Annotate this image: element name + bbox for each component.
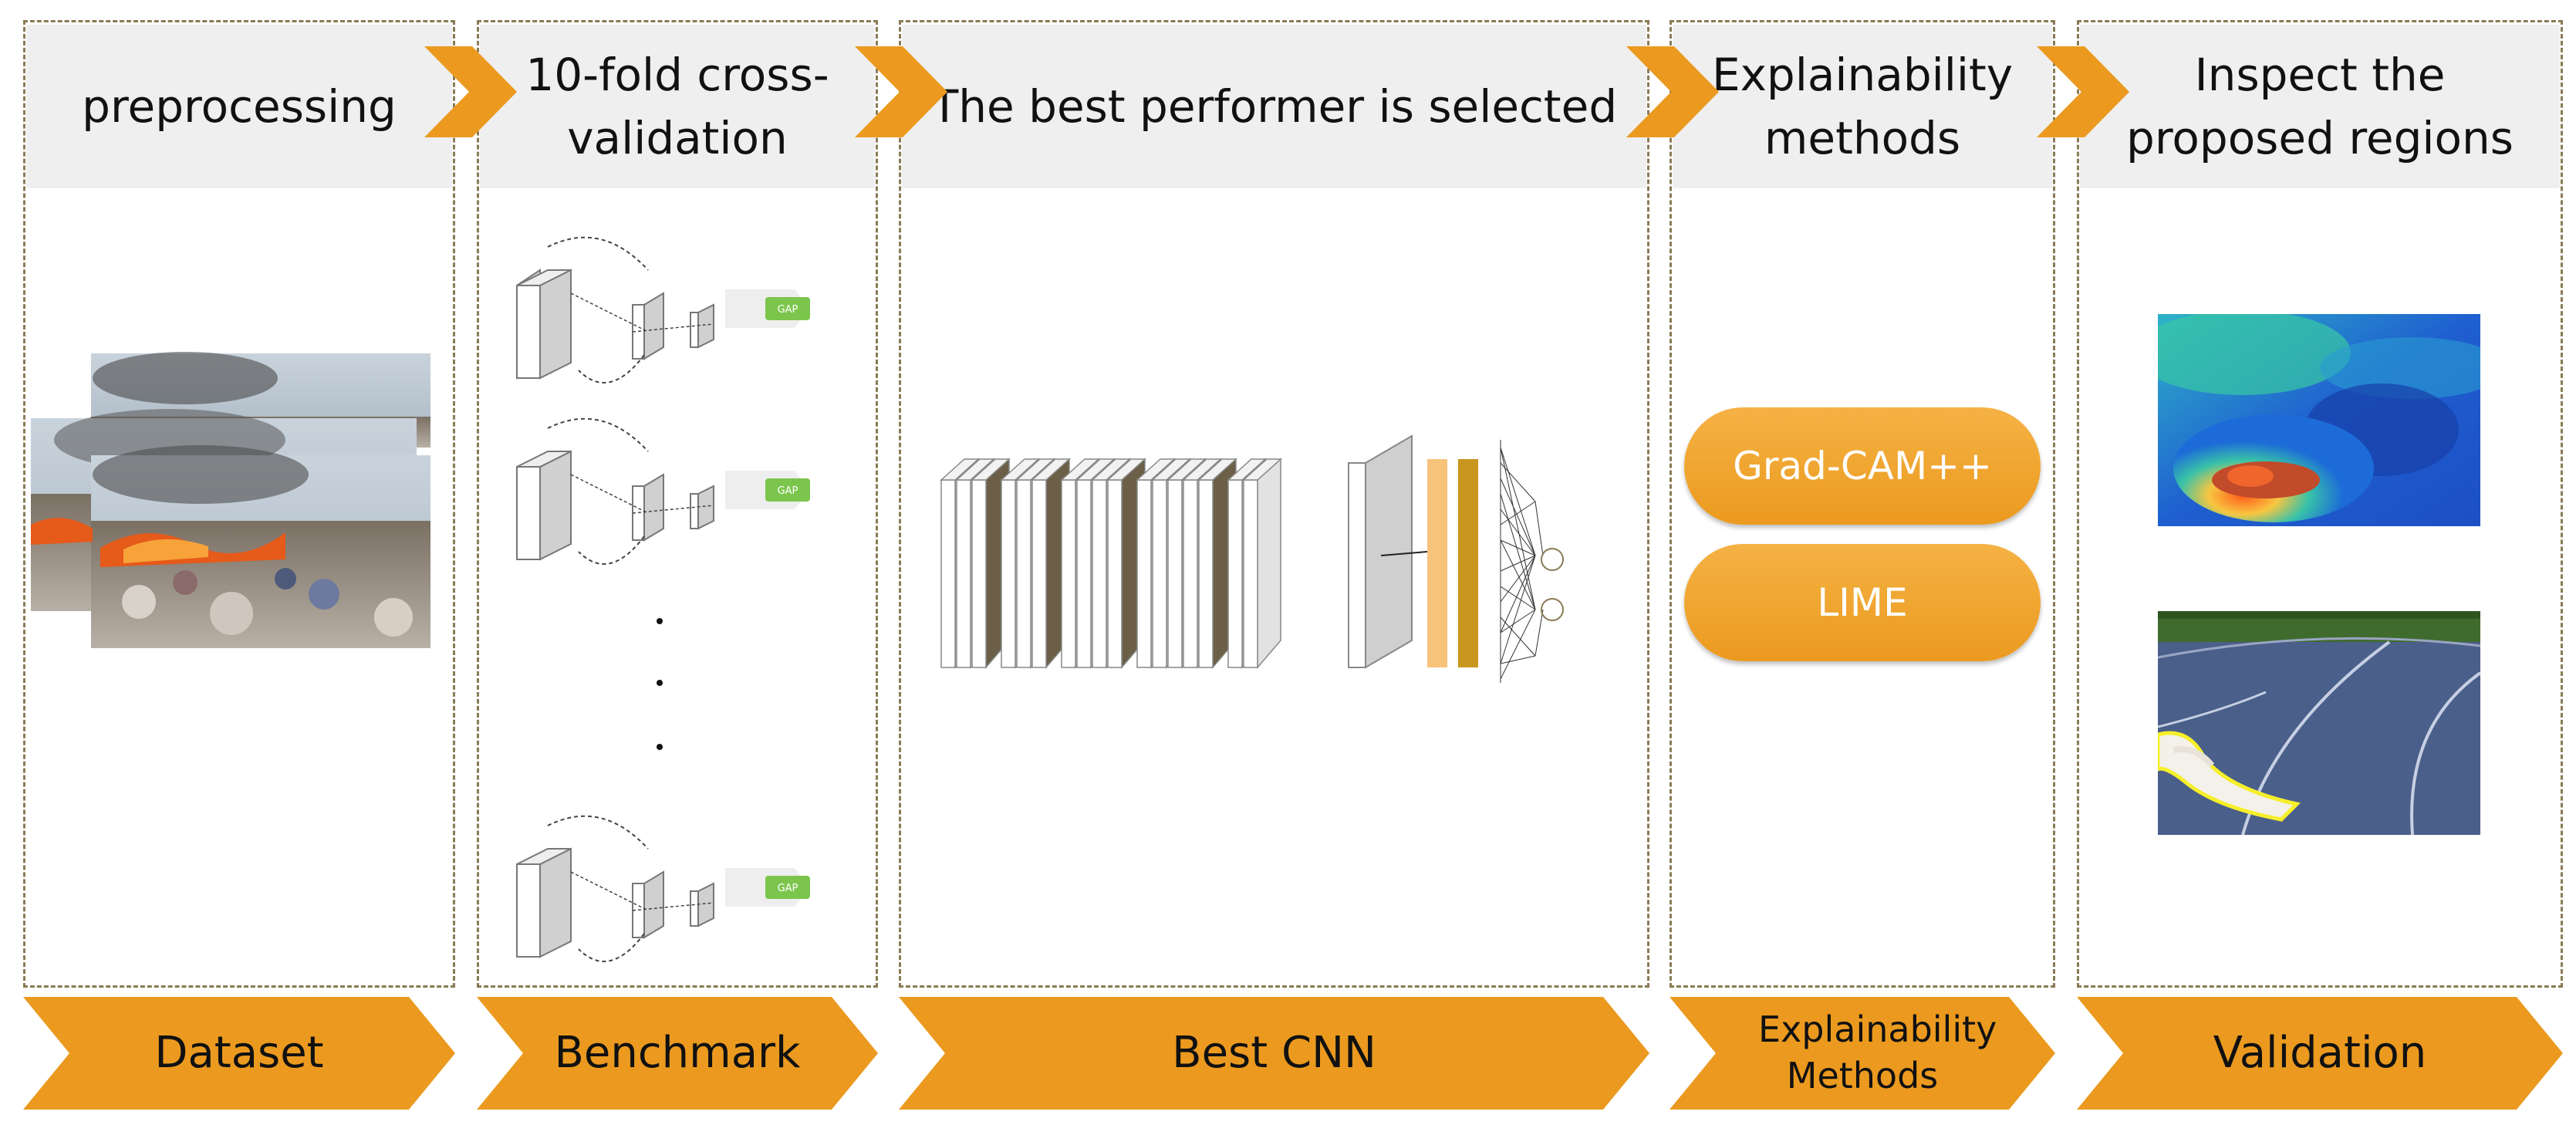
panel-dataset (23, 20, 455, 988)
conv-layer-top (1060, 458, 1100, 481)
header-preprocessing: preprocessing (26, 25, 452, 188)
stage-label: Best CNN (1172, 1027, 1376, 1078)
network-fold-10: GAP (516, 815, 810, 962)
conv-layer-stack (940, 458, 1282, 670)
conv-layer-top (1166, 458, 1207, 481)
header-best-performer: The best performer is selected (902, 25, 1646, 188)
conv-layer-front (1227, 479, 1243, 668)
conv-layer-front (1183, 479, 1198, 668)
chevron-right-icon (424, 46, 517, 137)
header-text: 10-fold cross-validation (525, 48, 829, 164)
conv-layer-front (1136, 479, 1152, 668)
stage-label: Benchmark (554, 1027, 801, 1078)
panel-explainability (1670, 20, 2055, 988)
conv-layer-top (1091, 458, 1131, 481)
header-text: Explainability methods (1711, 48, 2014, 164)
chevron-right-icon (1626, 46, 1719, 137)
header-text: Inspect the proposed regions (2126, 48, 2514, 164)
header-explainability: Explainability methods (1673, 25, 2052, 188)
method-label: Grad-CAM++ (1733, 444, 1992, 488)
conv-layer-top (1197, 458, 1237, 481)
conv-layer-top (955, 458, 995, 481)
conv-layer-side (1257, 458, 1281, 670)
conv-layer-top (1227, 458, 1267, 481)
ellipsis-dots (657, 618, 663, 750)
header-inspect: Inspect the proposed regions (2080, 25, 2560, 188)
stage-explainability: Explainability Methods (1670, 997, 2055, 1110)
stage-benchmark: Benchmark (477, 997, 878, 1110)
dense-layer-dark (1458, 459, 1478, 667)
conv-layer-front (1016, 479, 1031, 668)
conv-layer-front (1167, 479, 1183, 668)
panel-validation (2077, 20, 2563, 988)
conv-layer-top (971, 458, 1011, 481)
stage-dataset: Dataset (23, 997, 455, 1110)
network-fold-2: GAP (516, 417, 810, 565)
conv-layer-top (1075, 458, 1116, 481)
conv-layer-front (956, 479, 971, 668)
gap-label: GAP (778, 485, 798, 497)
benchmark-networks: GAP GAP GAP (516, 236, 810, 962)
dataset-image-stack (31, 347, 447, 656)
conv-layer-top (1000, 458, 1040, 481)
conv-layer-front (1061, 479, 1076, 668)
conv-layer-front (1076, 479, 1092, 668)
fully-connected-network (1500, 440, 1564, 683)
chevron-right-icon (855, 46, 947, 137)
dense-layer-light (1427, 459, 1447, 667)
conv-layer-front (1107, 479, 1123, 668)
stage-best-cnn: Best CNN (899, 997, 1649, 1110)
conv-layer-front (1092, 479, 1107, 668)
gap-label: GAP (778, 304, 798, 316)
panel-best-cnn (899, 20, 1649, 988)
lime-road-image (2158, 611, 2480, 835)
conv-layer-top (1242, 458, 1282, 481)
conv-layer-top (1031, 458, 1071, 481)
method-gradcam-button[interactable]: Grad-CAM++ (1684, 407, 2041, 525)
conv-layer-top (1151, 458, 1191, 481)
conv-layer-front (1001, 479, 1016, 668)
conv-layer-front (940, 479, 956, 668)
stage-validation: Validation (2077, 997, 2563, 1110)
panel-benchmark (477, 20, 878, 988)
conv-layer-top (1136, 458, 1176, 481)
gap-label: GAP (778, 883, 798, 894)
method-label: LIME (1817, 580, 1908, 625)
header-text: preprocessing (82, 79, 397, 133)
conv-layer-top (940, 458, 980, 481)
conv-layer-front (1243, 479, 1258, 668)
conv-layer-front (1198, 479, 1214, 668)
network-fold-1: GAP (516, 236, 810, 383)
conv-layer-top (1182, 458, 1222, 481)
conv-layer-front (1152, 479, 1167, 668)
gradcam-heatmap-image (2158, 314, 2480, 526)
header-cross-validation: 10-fold cross-validation (480, 25, 875, 188)
best-cnn-architecture (940, 434, 1564, 683)
chevron-right-icon (2037, 46, 2129, 137)
stage-label: Dataset (154, 1027, 324, 1078)
method-lime-button[interactable]: LIME (1684, 544, 2041, 661)
header-text: The best performer is selected (930, 79, 1618, 133)
stage-label: Explainability Methods (1758, 1008, 1997, 1096)
conv-layer-top (1106, 458, 1146, 481)
conv-layer-front (971, 479, 987, 668)
conv-layer-top (1015, 458, 1055, 481)
conv-layer-front (1031, 479, 1047, 668)
stage-label: Validation (2213, 1027, 2427, 1078)
